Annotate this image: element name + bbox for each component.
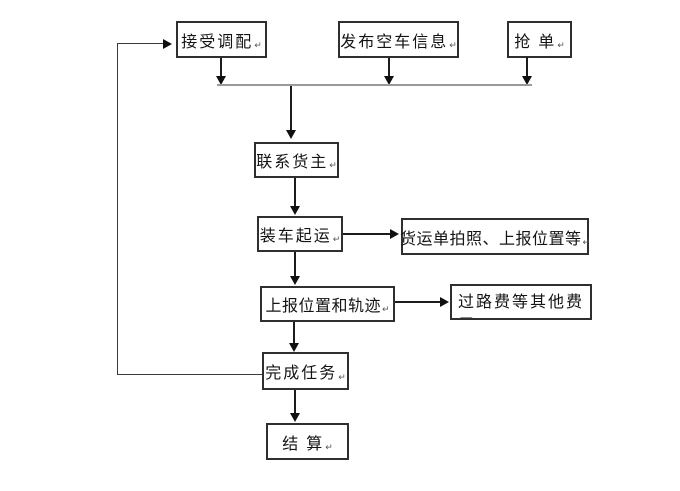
arrowhead-accept-dispatch-down xyxy=(216,76,226,85)
node-label: 结 算 xyxy=(282,435,325,453)
arrowhead-to-load-ship xyxy=(290,206,300,215)
arrowhead-to-settlement xyxy=(290,413,300,422)
connector-merge-to-contact xyxy=(290,86,292,131)
node-report-location-and-track: 上报位置和轨迹↵ xyxy=(260,286,395,322)
node-label: 发布空车信息 xyxy=(340,33,449,51)
arrowhead-to-report-location xyxy=(290,276,300,285)
node-label: 过路费等其他费用 xyxy=(458,294,585,318)
connector-load-to-report xyxy=(294,252,296,277)
connector-grab-order-down xyxy=(526,57,528,77)
paragraph-mark-icon: ↵ xyxy=(338,373,346,383)
node-publish-empty-truck-info: 发布空车信息↵ xyxy=(338,21,459,58)
arrowhead-grab-order-down xyxy=(522,76,532,85)
connector-publish-info-down xyxy=(388,58,390,77)
connector-load-to-waybill xyxy=(343,233,391,235)
node-contact-cargo-owner: 联系货主↵ xyxy=(254,142,339,178)
connector-loop-bottom xyxy=(117,374,262,375)
node-waybill-photo-report-location: 货运单拍照、上报位置等↵ xyxy=(399,218,591,255)
connector-complete-to-settlement xyxy=(294,390,296,414)
paragraph-mark-icon: ↵ xyxy=(557,41,565,51)
arrowhead-to-complete-task xyxy=(289,343,299,352)
arrowhead-to-toll-fees xyxy=(440,297,449,307)
paragraph-mark-icon: ↵ xyxy=(332,235,341,245)
arrowhead-to-waybill-photo xyxy=(390,229,399,239)
paragraph-mark-icon: ↵ xyxy=(325,443,333,453)
node-grab-order: 抢 单↵ xyxy=(507,21,572,58)
paragraph-mark-icon: ↵ xyxy=(582,238,591,248)
arrowhead-to-contact-owner xyxy=(286,130,296,139)
node-label: 接受调配 xyxy=(181,33,254,51)
node-accept-dispatch: 接受调配↵ xyxy=(176,21,267,58)
connector-report-to-toll xyxy=(395,301,441,303)
node-label: 抢 单 xyxy=(514,33,557,51)
paragraph-mark-icon: ↵ xyxy=(449,41,457,51)
arrowhead-publish-info-down xyxy=(384,76,394,85)
node-load-and-ship: 装车起运↵ xyxy=(257,216,343,252)
arrowhead-loop-to-accept-dispatch xyxy=(163,39,172,49)
paragraph-mark-icon: ↵ xyxy=(329,161,337,171)
node-complete-task: 完成任务↵ xyxy=(262,352,349,390)
paragraph-mark-icon: ↵ xyxy=(381,305,390,315)
node-toll-and-other-fees: 过路费等其他费用↵ xyxy=(450,284,592,320)
node-label: 完成任务 xyxy=(265,365,338,382)
connector-loop-vertical xyxy=(117,44,118,375)
connector-contact-to-load xyxy=(294,178,296,207)
node-label: 联系货主 xyxy=(256,154,329,171)
paragraph-mark-icon: ↵ xyxy=(254,41,262,51)
node-settlement: 结 算↵ xyxy=(266,423,349,460)
node-label: 上报位置和轨迹 xyxy=(265,298,381,315)
node-label: 货运单拍照、上报位置等 xyxy=(399,230,582,248)
connector-accept-dispatch-down xyxy=(220,58,222,77)
connector-report-to-complete xyxy=(293,322,295,344)
connector-gather-line xyxy=(217,84,532,86)
connector-loop-top xyxy=(117,43,164,44)
node-label: 装车起运 xyxy=(259,228,332,245)
